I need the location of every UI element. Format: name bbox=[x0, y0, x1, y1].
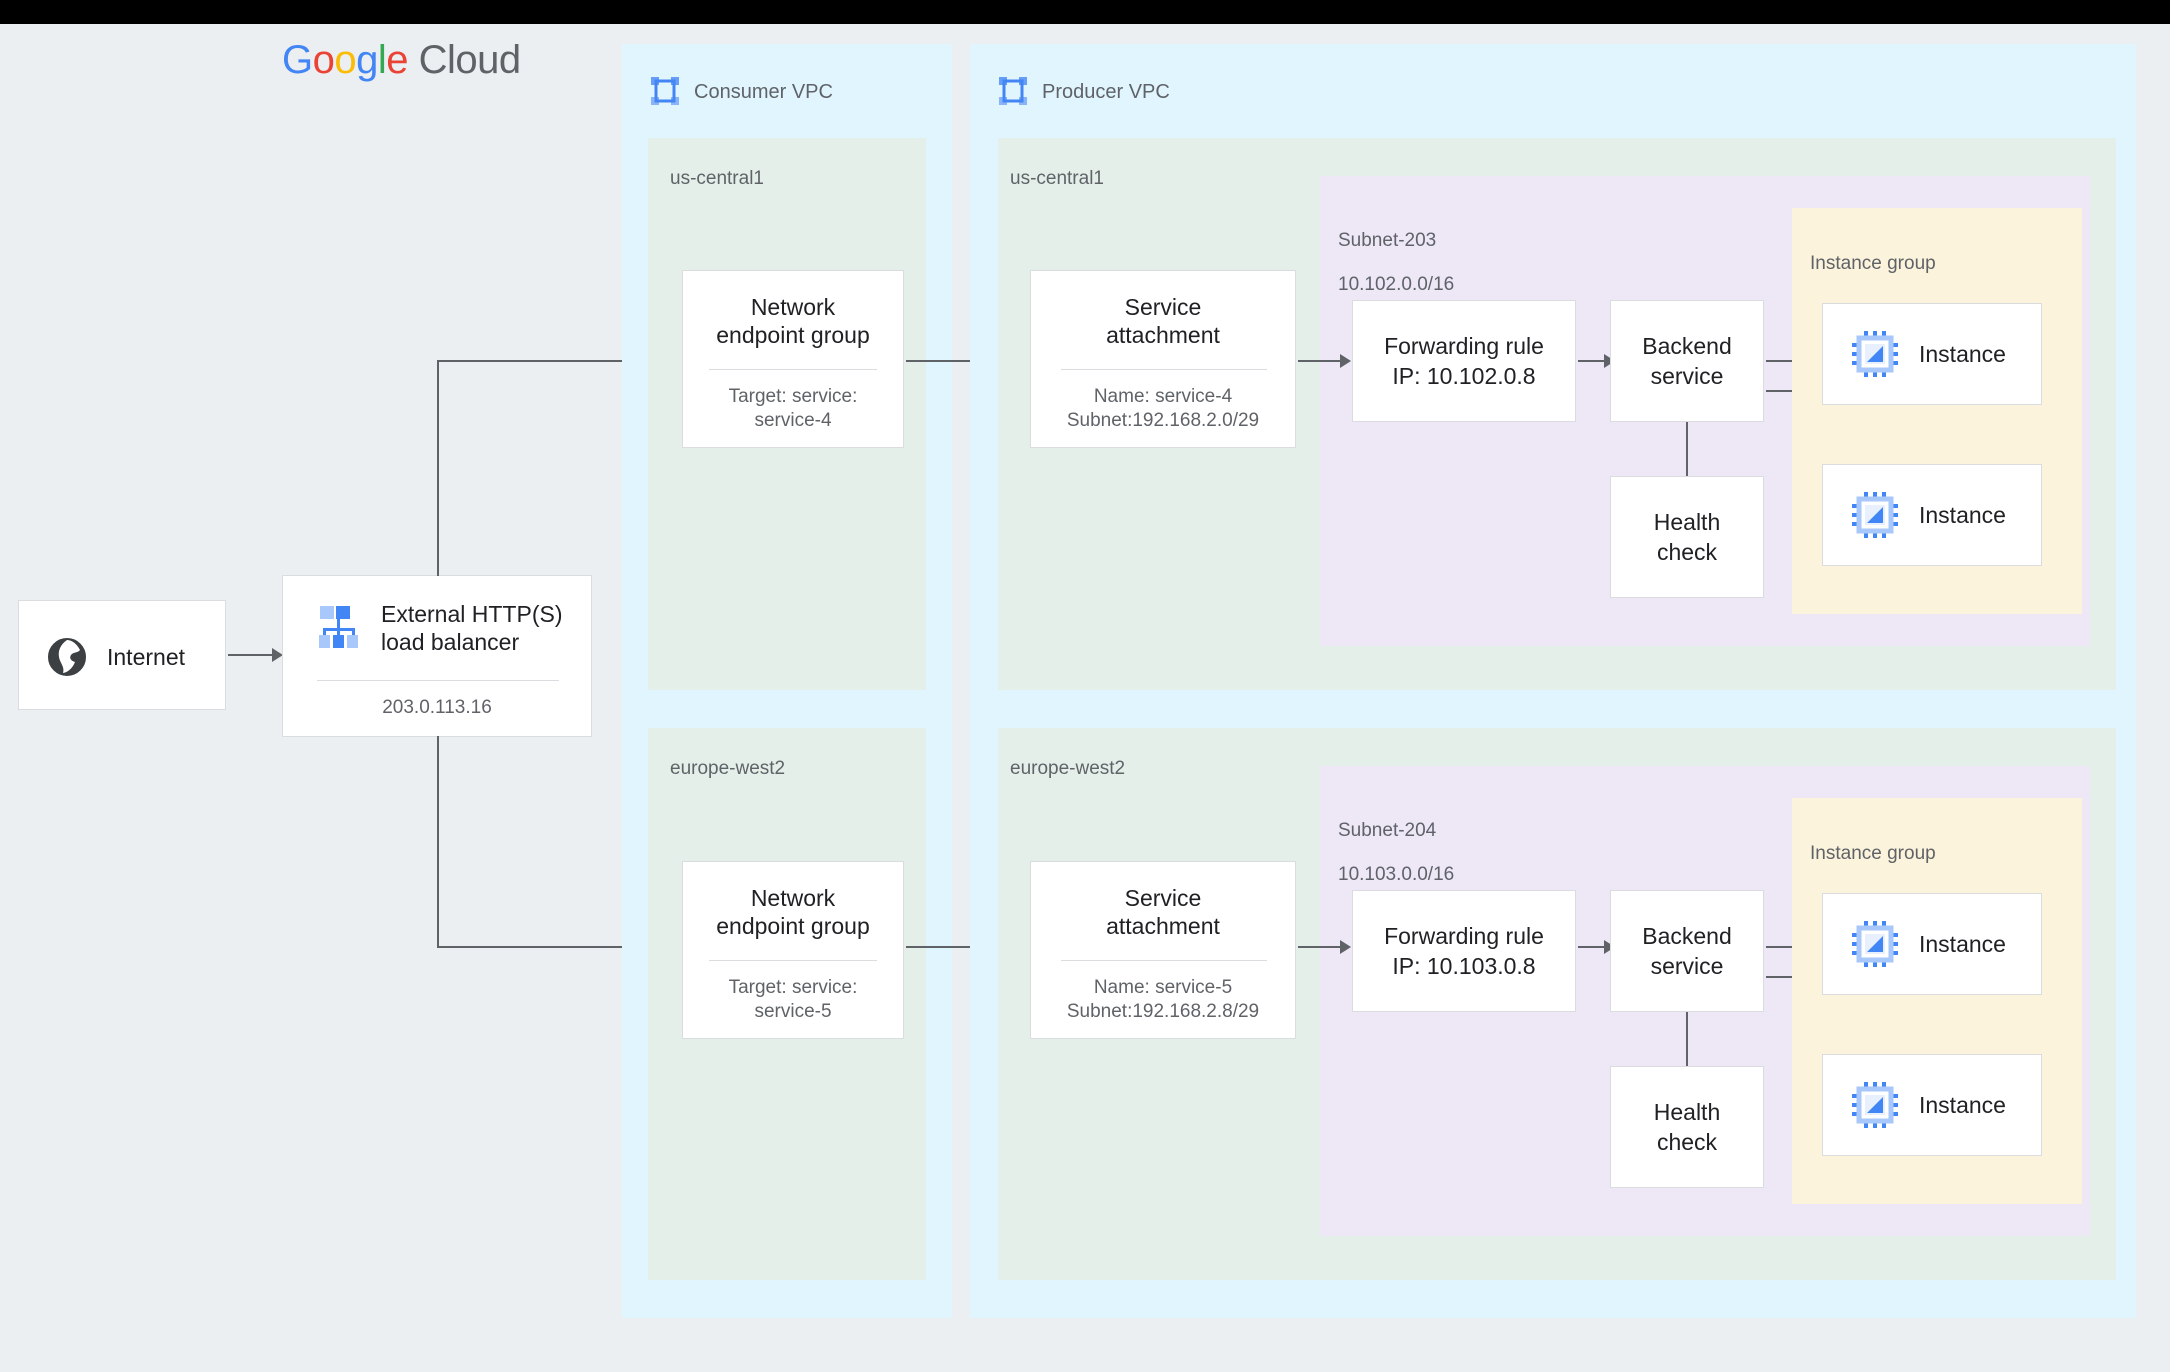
connector-fr-to-bs-top bbox=[1578, 360, 1610, 362]
neg-target-us-central1: Target: service: service-4 bbox=[728, 386, 858, 431]
connector-bs-to-hc-bottom bbox=[1686, 1012, 1688, 1066]
backend-service-text-us-central1: Backend service bbox=[1642, 333, 1732, 389]
instance-label-europe-west2-2: Instance bbox=[1919, 1092, 2006, 1118]
backend-service-node-us-central1[interactable]: Backend service bbox=[1610, 300, 1764, 422]
external-http-load-balancer-node[interactable]: External HTTP(S) load balancer 203.0.113… bbox=[282, 575, 592, 737]
forwarding-rule-node-us-central1[interactable]: Forwarding rule IP: 10.102.0.8 bbox=[1352, 300, 1576, 422]
producer-vpc-title: Producer VPC bbox=[1042, 81, 1170, 103]
neg-divider-us-central1 bbox=[709, 369, 877, 370]
consumer-vpc-title: Consumer VPC bbox=[694, 81, 833, 103]
health-check-text-us-central1: Health check bbox=[1653, 509, 1721, 565]
connector-fr-to-bs-bottom bbox=[1578, 946, 1610, 948]
consumer-region-label-us-central1: us-central1 bbox=[670, 168, 764, 189]
instance-label-europe-west2-1: Instance bbox=[1919, 931, 2006, 957]
instance-node-us-central1-2[interactable]: Instance bbox=[1822, 464, 2042, 566]
forwarding-rule-node-europe-west2[interactable]: Forwarding rule IP: 10.103.0.8 bbox=[1352, 890, 1576, 1012]
internet-node[interactable]: Internet bbox=[18, 600, 226, 710]
top-black-bar bbox=[0, 0, 2170, 24]
sa-details-europe-west2: Name: service-5 Subnet:192.168.2.8/29 bbox=[1066, 977, 1260, 1022]
instance-node-europe-west2-2[interactable]: Instance bbox=[1822, 1054, 2042, 1156]
connector-lb-trunk-up bbox=[437, 360, 439, 576]
vm-instance-icon bbox=[1851, 920, 1899, 968]
arrowhead-fr-to-bs-top bbox=[1604, 354, 1615, 368]
connector-lb-trunk-down bbox=[437, 736, 439, 947]
subnet-204-name: Subnet-204 bbox=[1338, 820, 1437, 841]
producer-region-label-europe-west2: europe-west2 bbox=[1010, 758, 1126, 779]
instance-group-label-us-central1: Instance group bbox=[1810, 253, 1936, 274]
consumer-region-label-europe-west2: europe-west2 bbox=[670, 758, 786, 779]
top-black-bar-notch bbox=[0, 0, 240, 14]
subnet-203-label: Subnet-203 10.102.0.0/16 bbox=[1338, 208, 1454, 296]
backend-service-text-europe-west2: Backend service bbox=[1642, 923, 1732, 979]
sa-title-us-central1: Service attachment bbox=[1106, 294, 1220, 348]
connector-sa-to-fr-bottom bbox=[1298, 946, 1346, 948]
instance-label-us-central1-1: Instance bbox=[1919, 341, 2006, 367]
subnet-203-cidr: 10.102.0.0/16 bbox=[1338, 274, 1455, 295]
neg-divider-europe-west2 bbox=[709, 960, 877, 961]
connector-bs-to-hc-top bbox=[1686, 422, 1688, 476]
connector-bs-to-instance1-bottom bbox=[1766, 946, 1814, 948]
backend-service-node-europe-west2[interactable]: Backend service bbox=[1610, 890, 1764, 1012]
forwarding-rule-text-us-central1: Forwarding rule IP: 10.102.0.8 bbox=[1384, 333, 1544, 389]
instance-label-us-central1-2: Instance bbox=[1919, 502, 2006, 528]
arrowhead-internet-to-lb bbox=[272, 648, 283, 662]
instance-group-label-europe-west2: Instance group bbox=[1810, 843, 1936, 864]
neg-title-us-central1: Network endpoint group bbox=[716, 294, 870, 348]
logo-cloud-word: Cloud bbox=[418, 38, 522, 82]
neg-target-europe-west2: Target: service: service-5 bbox=[728, 977, 858, 1022]
arrowhead-sa-to-fr-top bbox=[1340, 354, 1351, 368]
connector-sa-to-fr-top bbox=[1298, 360, 1346, 362]
health-check-node-europe-west2[interactable]: Health check bbox=[1610, 1066, 1764, 1188]
network-endpoint-group-node-europe-west2[interactable]: Network endpoint group Target: service: … bbox=[682, 861, 904, 1039]
connector-neg-to-sa-top bbox=[906, 360, 1026, 362]
forwarding-rule-text-europe-west2: Forwarding rule IP: 10.103.0.8 bbox=[1384, 923, 1544, 979]
subnet-203-name: Subnet-203 bbox=[1338, 230, 1437, 251]
google-cloud-logo: Google Cloud bbox=[282, 38, 522, 82]
internet-label: Internet bbox=[107, 644, 185, 670]
neg-title-europe-west2: Network endpoint group bbox=[716, 885, 870, 939]
sa-divider-europe-west2 bbox=[1061, 960, 1267, 961]
service-attachment-node-us-central1[interactable]: Service attachment Name: service-4 Subne… bbox=[1030, 270, 1296, 448]
connector-neg-to-sa-bottom bbox=[906, 946, 1026, 948]
arrowhead-fr-to-bs-bottom bbox=[1604, 940, 1615, 954]
instance-node-europe-west2-1[interactable]: Instance bbox=[1822, 893, 2042, 995]
load-balancer-icon bbox=[317, 604, 363, 650]
load-balancer-title: External HTTP(S) load balancer bbox=[381, 601, 563, 655]
sa-details-us-central1: Name: service-4 Subnet:192.168.2.0/29 bbox=[1066, 386, 1260, 431]
lb-divider bbox=[317, 680, 559, 681]
connector-bs-to-instance1-top bbox=[1766, 360, 1814, 362]
service-attachment-node-europe-west2[interactable]: Service attachment Name: service-5 Subne… bbox=[1030, 861, 1296, 1039]
instance-node-us-central1-1[interactable]: Instance bbox=[1822, 303, 2042, 405]
vm-instance-icon bbox=[1851, 491, 1899, 539]
load-balancer-ip: 203.0.113.16 bbox=[382, 697, 492, 718]
vpc-icon bbox=[650, 76, 680, 106]
sa-divider-us-central1 bbox=[1061, 369, 1267, 370]
network-endpoint-group-node-us-central1[interactable]: Network endpoint group Target: service: … bbox=[682, 270, 904, 448]
connector-bs-elbow-top bbox=[1766, 390, 1806, 392]
health-check-node-us-central1[interactable]: Health check bbox=[1610, 476, 1764, 598]
vpc-icon bbox=[998, 76, 1028, 106]
arrowhead-sa-to-fr-bottom bbox=[1340, 940, 1351, 954]
producer-region-label-us-central1: us-central1 bbox=[1010, 168, 1104, 189]
connector-lb-to-neg-top bbox=[437, 360, 665, 362]
globe-icon bbox=[47, 637, 87, 677]
subnet-204-label: Subnet-204 10.103.0.0/16 bbox=[1338, 798, 1454, 886]
vm-instance-icon bbox=[1851, 330, 1899, 378]
sa-title-europe-west2: Service attachment bbox=[1106, 885, 1220, 939]
connector-lb-to-neg-bottom bbox=[437, 946, 665, 948]
subnet-204-cidr: 10.103.0.0/16 bbox=[1338, 864, 1455, 885]
health-check-text-europe-west2: Health check bbox=[1653, 1099, 1721, 1155]
connector-bs-elbow-bottom bbox=[1766, 976, 1806, 978]
vm-instance-icon bbox=[1851, 1081, 1899, 1129]
connector-internet-to-lb bbox=[228, 654, 274, 656]
